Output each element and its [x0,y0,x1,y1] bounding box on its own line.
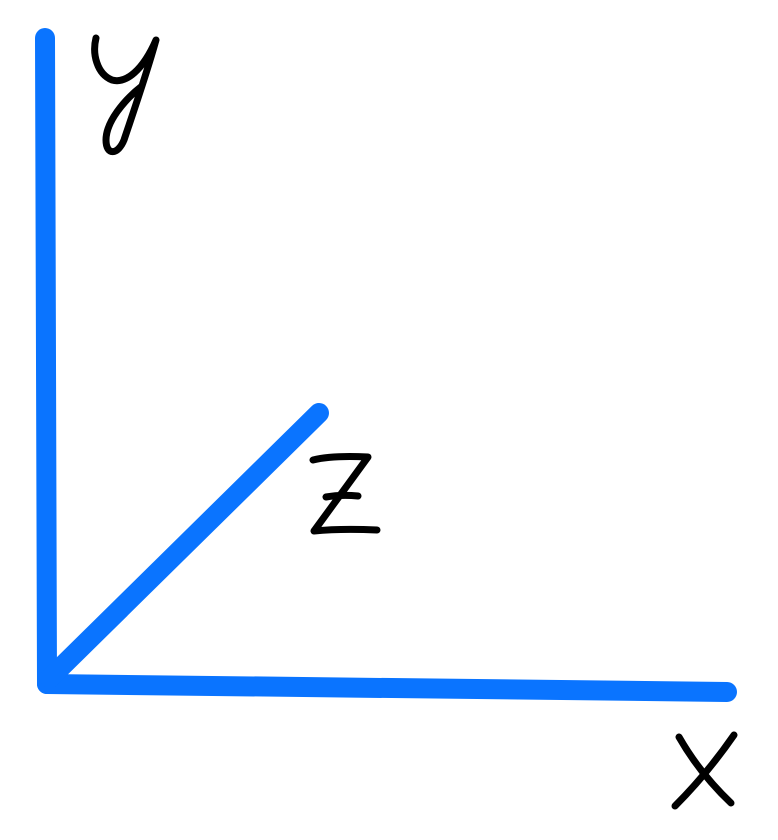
y-glyph-stroke [91,34,160,156]
x-axis-label-glyph [671,731,738,810]
x-axis-line [37,674,737,702]
x-glyph-stroke-2 [671,731,738,810]
z-glyph-crossbar [322,491,362,501]
y-axis-label-glyph [91,34,160,156]
z-axis-label-glyph [309,452,381,535]
z-axis-line [40,403,329,688]
z-axis-label: Z [345,499,346,501]
y-axis-line [35,28,57,694]
